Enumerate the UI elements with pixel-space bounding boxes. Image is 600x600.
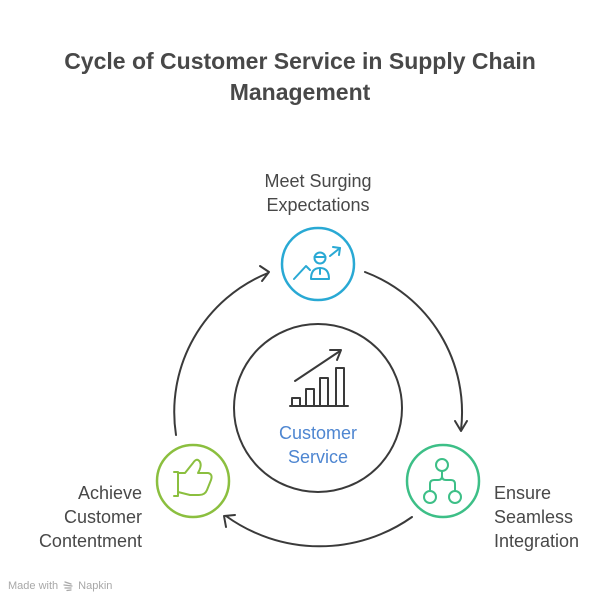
center-label-line: Service [287,447,349,467]
node-label-line: Meet Surging [264,171,372,191]
person-growth-icon [293,246,341,280]
node-circle-achieve-customer-contentment[interactable] [155,443,231,519]
bar-chart-growth-icon [289,349,349,407]
node-label-line: Contentment [38,531,142,551]
center-label-line: Customer [278,423,358,443]
napkin-brand-text: Napkin [78,580,113,592]
made-with-napkin-footer[interactable]: Made with Napkin [8,580,112,592]
center-circle [233,323,403,493]
made-with-text: Made with [8,580,59,592]
node-label-line: Ensure [494,483,552,503]
node-label-line: Customer [63,507,142,527]
node-label-meet-surging-expectations: Meet Surging Expectations [218,169,418,217]
hierarchy-tree-icon [423,458,462,504]
arrow-left-to-top-head [259,265,270,282]
title-line-2: Management [229,79,371,105]
node-circle-ensure-seamless-integration[interactable] [405,443,481,519]
thumbs-up-icon [173,458,213,497]
center-label: Customer Service [235,421,401,469]
node-label-achieve-customer-contentment: Achieve Customer Contentment [0,481,142,553]
node-label-line: Achieve [77,483,142,503]
title-line-1: Cycle of Customer Service in Supply Chai… [64,48,536,74]
node-label-line: Seamless [494,507,574,527]
node-label-line: Integration [494,531,580,551]
diagram-title: Cycle of Customer Service in Supply Chai… [0,46,600,108]
arrow-top-to-right-head [454,420,468,432]
node-label-ensure-seamless-integration: Ensure Seamless Integration [494,481,600,553]
arrow-left-to-top [173,272,269,436]
node-label-line: Expectations [266,195,370,215]
arrow-right-to-left-head [223,514,236,528]
napkin-logo-icon [63,581,73,592]
arrow-top-to-right [364,271,464,431]
arrow-right-to-left [225,515,413,548]
